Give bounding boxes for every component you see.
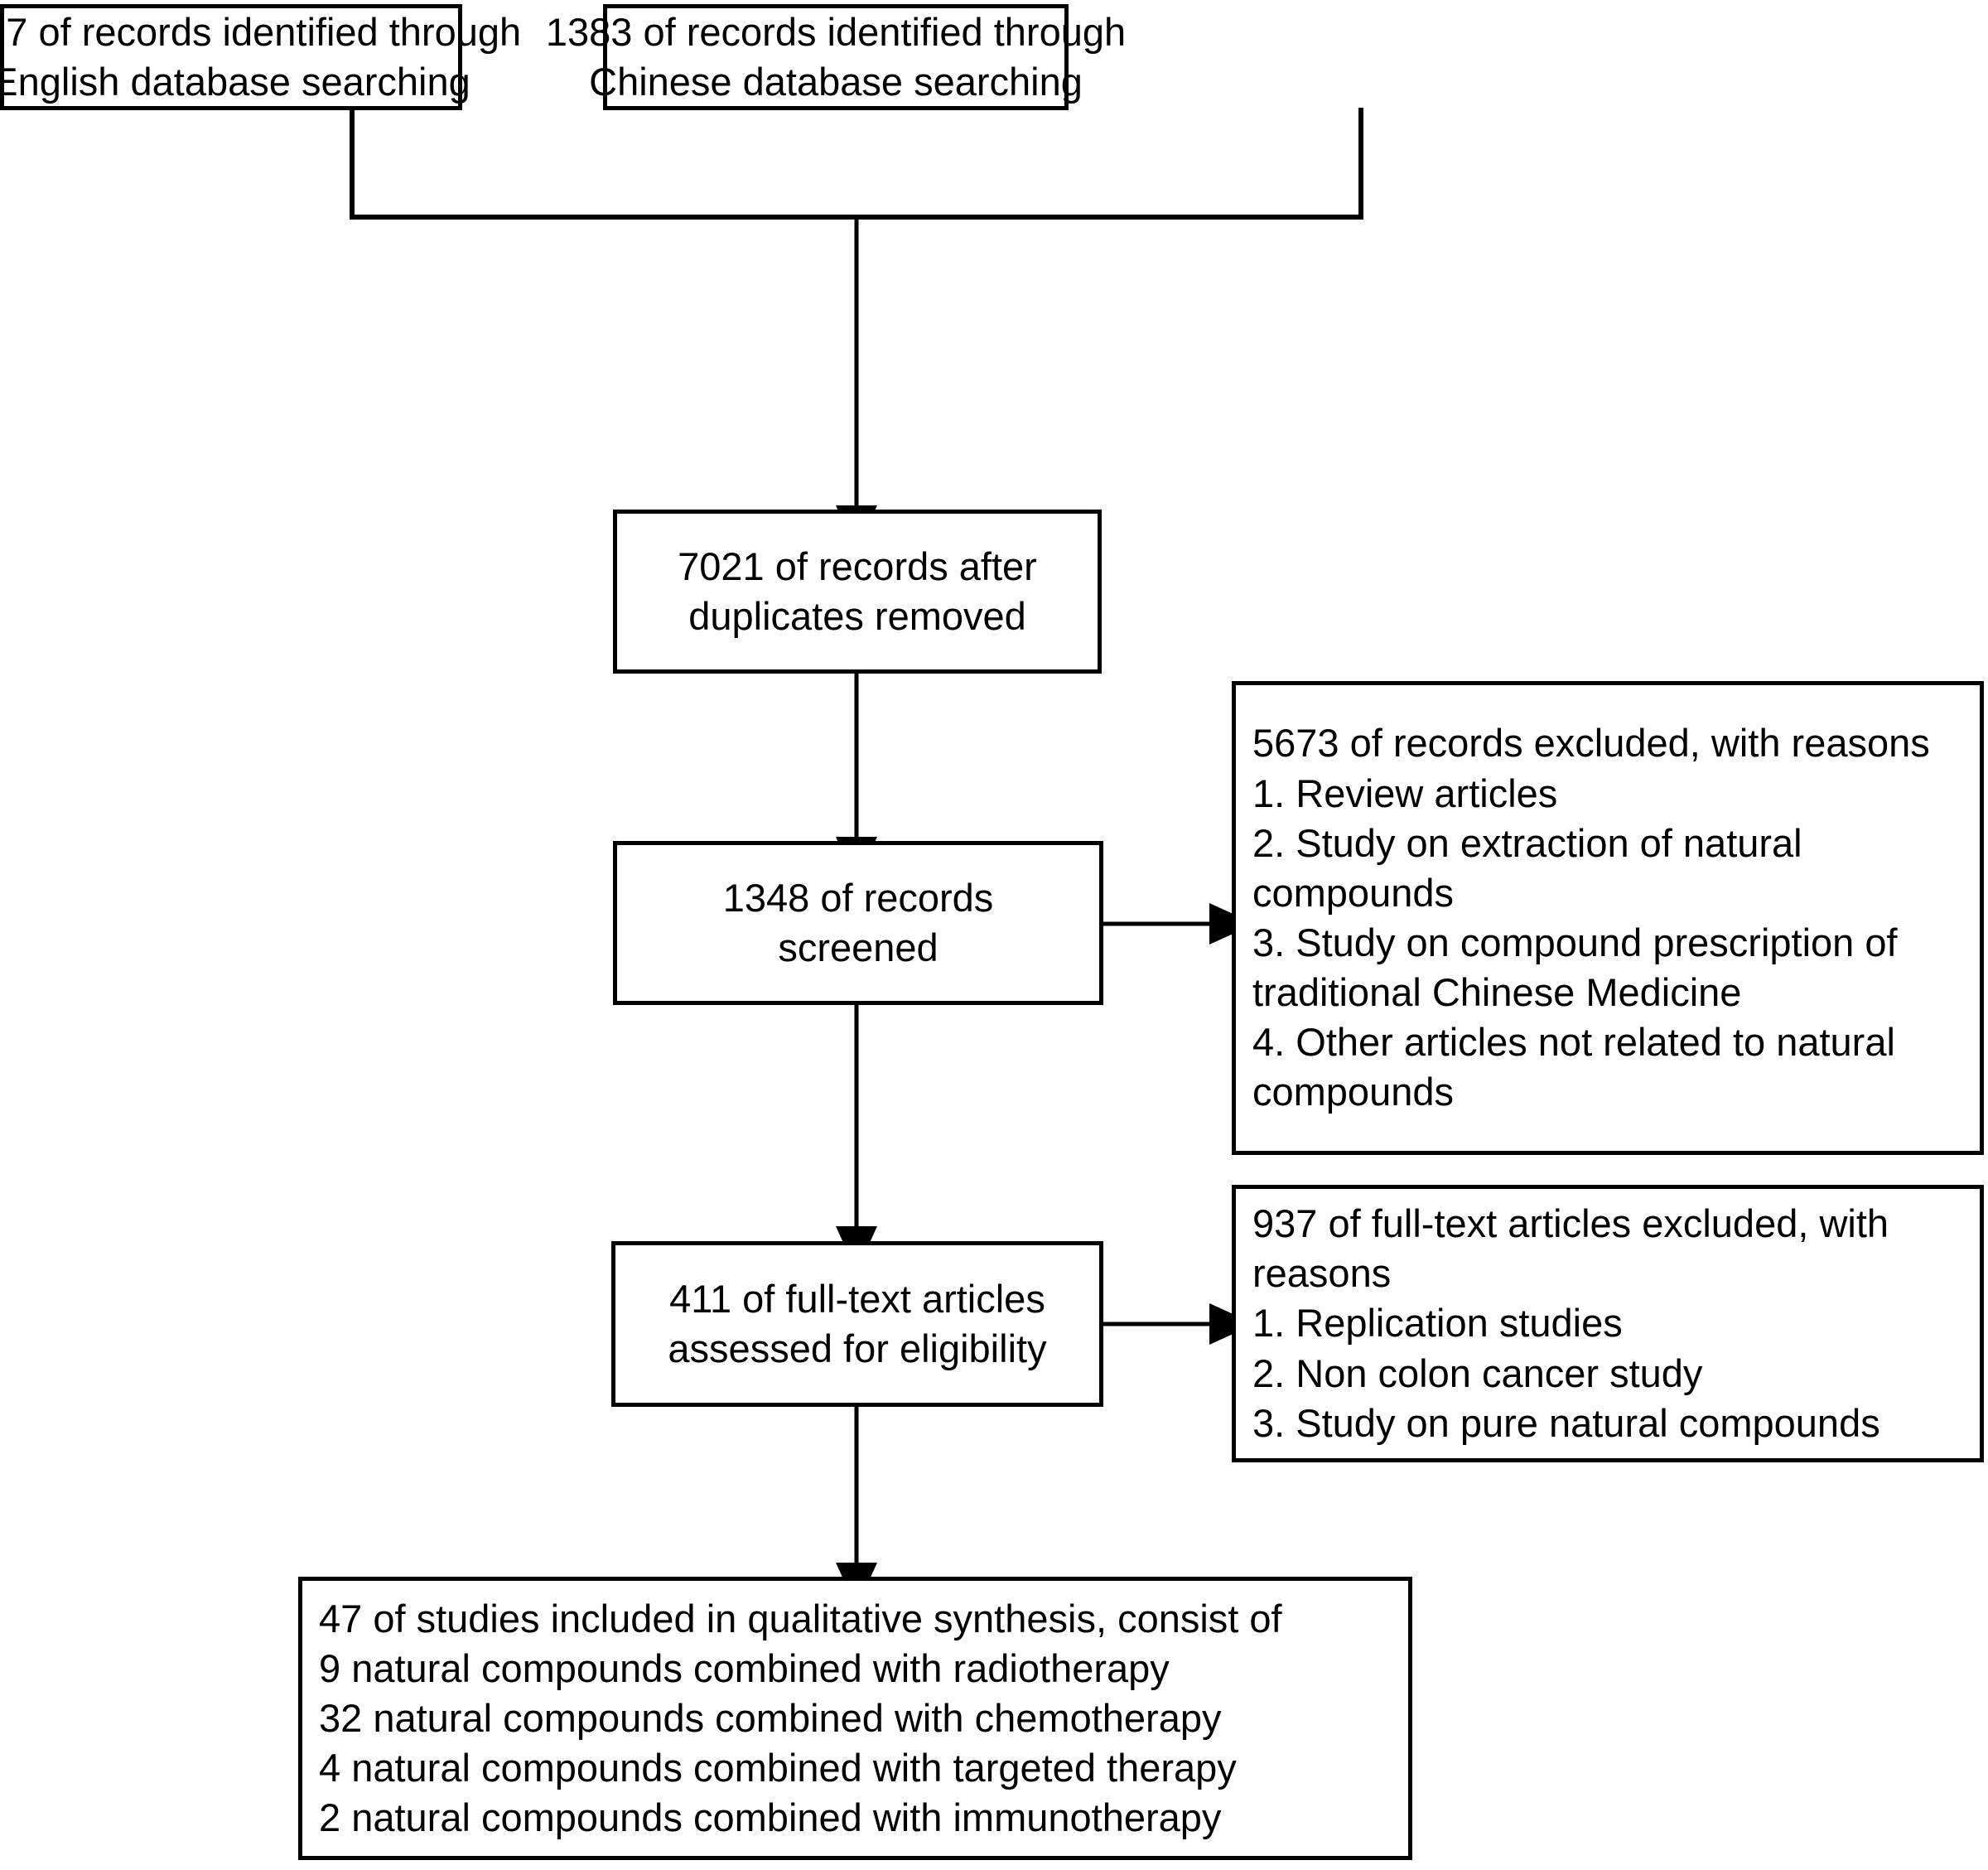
- box-included-line-4: 4 natural compounds combined with target…: [319, 1746, 1237, 1790]
- box-english-line-2: English database searching: [0, 60, 470, 104]
- box-english-line-1: 8497 of records identified through: [0, 9, 522, 54]
- box-ft-excluded-line-1: 937 of full-text articles excluded, with: [1252, 1201, 1889, 1246]
- box-studies-included-qualitative-synthesis: 47 of studies included in qualitative sy…: [298, 1577, 1412, 1860]
- box-excluded-line-3: 2. Study on extraction of natural: [1252, 820, 1802, 865]
- box-assessed-line-1: 411 of full-text articles: [669, 1276, 1045, 1321]
- box-ft-excluded-line-3: 1. Replication studies: [1252, 1301, 1623, 1346]
- box-duplicates-line-1: 7021 of records after: [678, 544, 1037, 588]
- box-excluded-line-7: 4. Other articles not related to natural: [1252, 1020, 1895, 1065]
- box-excluded-line-8: compounds: [1252, 1070, 1454, 1114]
- box-included-line-3: 32 natural compounds combined with chemo…: [319, 1695, 1222, 1740]
- box-fulltext-excluded-with-reasons: 937 of full-text articles excluded, with…: [1232, 1185, 1984, 1462]
- box-records-screened: 1348 of records screened: [613, 841, 1103, 1005]
- box-excluded-line-2: 1. Review articles: [1252, 771, 1558, 815]
- box-excluded-line-4: compounds: [1252, 870, 1454, 915]
- box-screened-line-1: 1348 of records: [722, 875, 994, 920]
- box-records-excluded-with-reasons: 5673 of records excluded, with reasons 1…: [1232, 681, 1984, 1155]
- box-excluded-line-5: 3. Study on compound prescription of: [1252, 921, 1898, 964]
- box-included-line-2: 9 natural compounds combined with radiot…: [319, 1645, 1170, 1690]
- box-included-line-1: 47 of studies included in qualitative sy…: [319, 1596, 1282, 1640]
- box-excluded-line-1: 5673 of records excluded, with reasons: [1252, 721, 1930, 766]
- box-ft-excluded-line-2: reasons: [1252, 1251, 1392, 1296]
- box-chinese-line-2: Chinese database searching: [589, 60, 1083, 104]
- box-excluded-line-6: traditional Chinese Medicine: [1252, 970, 1742, 1015]
- box-fulltext-assessed-for-eligibility: 411 of full-text articles assessed for e…: [611, 1241, 1103, 1407]
- box-screened-line-2: screened: [778, 925, 939, 969]
- box-records-after-duplicates: 7021 of records after duplicates removed: [613, 510, 1102, 674]
- box-included-line-5: 2 natural compounds combined with immuno…: [319, 1795, 1222, 1840]
- box-assessed-line-2: assessed for eligibility: [668, 1326, 1047, 1370]
- box-chinese-database-searching: 1383 of records identified through Chine…: [546, 4, 1126, 110]
- box-english-database-searching: 8497 of records identified through Engli…: [0, 4, 521, 110]
- box-ft-excluded-line-4: 2. Non colon cancer study: [1252, 1351, 1703, 1395]
- box-chinese-line-1: 1383 of records identified through: [545, 9, 1127, 54]
- connector-search-merge: [350, 108, 1363, 551]
- box-duplicates-line-2: duplicates removed: [688, 594, 1026, 638]
- box-ft-excluded-line-5: 3. Study on pure natural compounds: [1252, 1400, 1880, 1445]
